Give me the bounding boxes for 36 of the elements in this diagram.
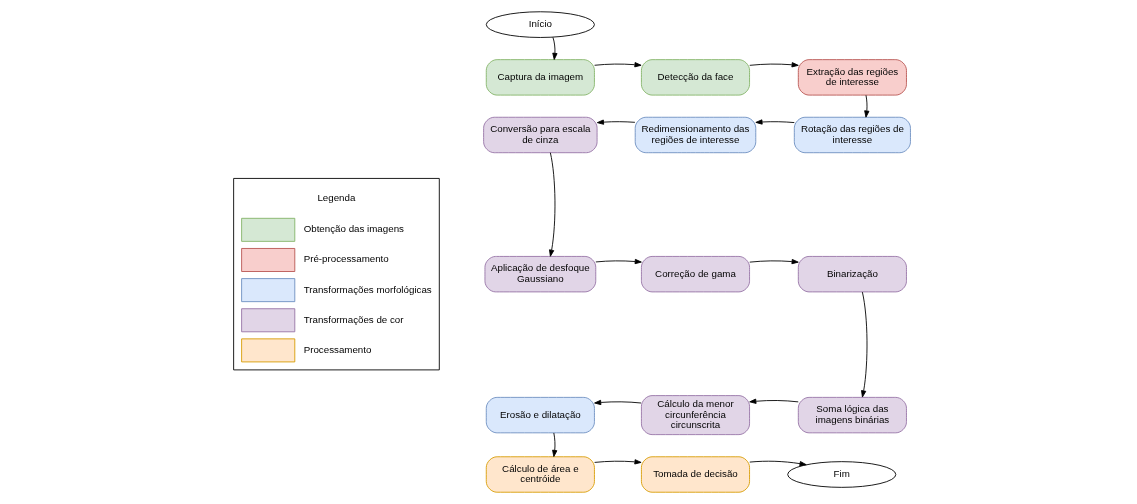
node-box: Cálculo da menor circunferência circunscrita — [640, 395, 750, 436]
arrow — [594, 62, 642, 68]
arrow — [749, 398, 799, 404]
node-box: Cálculo de área e centróide — [485, 456, 595, 493]
label: Legenda — [317, 192, 356, 204]
node-box: Captura da imagem — [485, 59, 595, 96]
legend-label: Obtenção das imagens — [303, 223, 404, 235]
arrow — [549, 152, 556, 257]
node-box: Rotação das regiões de interesse — [793, 116, 911, 154]
arrow — [594, 459, 642, 465]
legend-label: Transformações morfológicas — [303, 283, 432, 295]
node-ellipse: Início — [485, 11, 595, 38]
node-box: Conversão para escala de cinza — [483, 116, 598, 154]
arrow — [755, 119, 795, 125]
arrow — [552, 432, 558, 457]
arrow — [596, 119, 636, 125]
node-box: Detecção da face — [640, 59, 750, 96]
node-box: Redimensionamento das regiões de interesse — [634, 116, 757, 154]
arrow — [595, 258, 642, 265]
arrow — [594, 399, 642, 406]
arrow — [861, 291, 868, 398]
legend-label: Pré-processamento — [303, 253, 389, 265]
arrow — [864, 94, 870, 118]
arrow — [552, 36, 558, 60]
legend-label: Processamento — [303, 343, 372, 355]
node-box: Tomada de decisão — [640, 456, 750, 493]
node-box: Extração das regiões de interesse — [797, 59, 907, 96]
node-box: Binarização — [797, 256, 907, 293]
arrow — [749, 258, 799, 265]
node-box: Erosão e dilatação — [485, 396, 595, 434]
node-box: Soma lógica das imagens binárias — [797, 396, 907, 434]
node-box: Aplicação de desfoque Gaussiano — [484, 256, 597, 293]
node-box: Correção de gama — [640, 256, 750, 293]
arrow — [749, 62, 799, 68]
legend-label: Transformações de cor — [303, 313, 404, 325]
arrow — [749, 460, 807, 467]
